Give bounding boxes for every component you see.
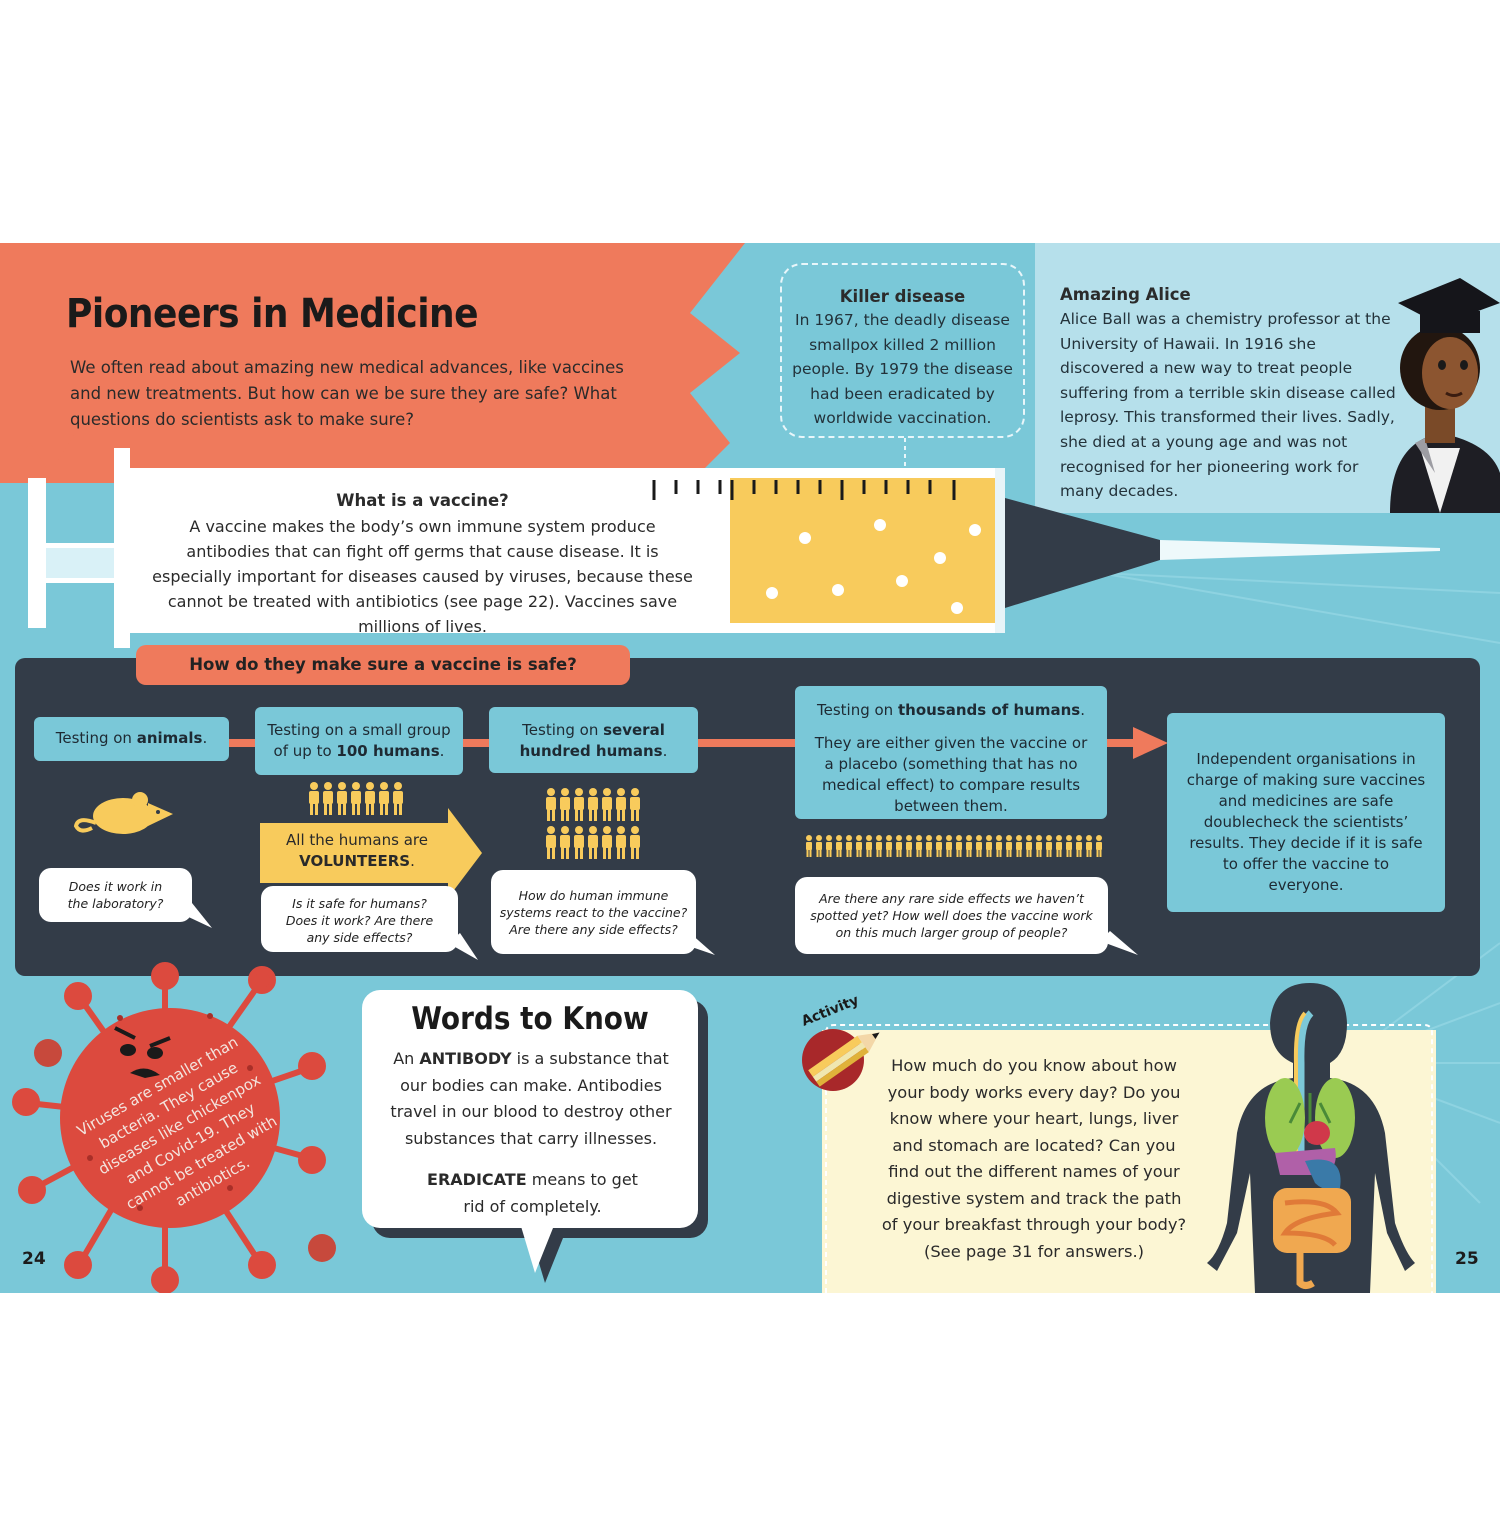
alice-heading: Amazing Alice (1060, 285, 1191, 304)
volunteers-pre: All the humans are (286, 831, 428, 849)
bubble-tails (180, 903, 1138, 960)
safety-heading-banner: How do they make sure a vaccine is safe? (136, 645, 630, 685)
eradicate-word: ERADICATE (427, 1170, 527, 1189)
activity-text: How much do you know about how your body… (881, 1056, 1187, 1261)
pencil-icon (802, 1029, 880, 1091)
stage1-post: . (202, 729, 208, 747)
stage1-bold: animals (136, 729, 203, 747)
stage-100-humans: Testing on a small group of up to 100 hu… (255, 707, 463, 775)
antibody-word: ANTIBODY (419, 1049, 512, 1068)
question-rare: Are there any rare side effects we haven… (810, 891, 1093, 940)
stage-animals: Testing on animals. (34, 717, 229, 761)
question-lab-bubble: Does it work in the laboratory? (39, 868, 192, 922)
volunteers-bold: VOLUNTEERS (299, 852, 411, 870)
question-immune-bubble: How do human immune systems react to the… (491, 870, 696, 954)
syringe-icon (28, 448, 1440, 648)
stage3-pre: Testing on (522, 721, 604, 739)
antibody-pre: An (393, 1049, 420, 1068)
body-organs-icon (1207, 983, 1415, 1293)
stage4-bold: thousands of humans (897, 701, 1081, 719)
killer-disease-heading: Killer disease (839, 287, 966, 306)
page-title: Pioneers in Medicine (66, 291, 479, 337)
stage-thousands: Testing on thousands of humans. They are… (795, 686, 1107, 819)
killer-disease-box: Killer disease In 1967, the deadly disea… (780, 263, 1025, 438)
stage-several-hundred: Testing on several hundred humans. (489, 707, 698, 773)
stage2-bold: 100 humans (336, 742, 440, 760)
vaccine-text: A vaccine makes the body’s own immune sy… (152, 517, 693, 636)
virus-icon (12, 962, 336, 1293)
question-rare-bubble: Are there any rare side effects we haven… (795, 877, 1108, 954)
mouse-icon (73, 792, 173, 834)
question-safe: Is it safe for humans? Does it work? Are… (285, 896, 434, 945)
background-shapes (0, 243, 1500, 1204)
stage4-post: . (1080, 701, 1085, 719)
stage4-detail: They are either given the vaccine or a p… (814, 734, 1088, 815)
safety-heading: How do they make sure a vaccine is safe? (189, 655, 577, 674)
graduate-portrait-icon (1390, 278, 1500, 513)
stage2-pre: Testing on a small group of up to (267, 721, 451, 760)
eradicate-text: means to get rid of completely. (463, 1170, 638, 1216)
stage1-pre: Testing on (55, 729, 137, 747)
connector-dash (904, 438, 906, 468)
question-lab: Does it work in the laboratory? (67, 879, 164, 911)
question-immune: How do human immune systems react to the… (499, 888, 688, 937)
stage3-bold: several hundred humans (519, 721, 665, 760)
question-safe-bubble: Is it safe for humans? Does it work? Are… (261, 886, 458, 952)
words-heading: Words to Know (411, 1001, 649, 1037)
eradicate-definition: ERADICATE means to get rid of completely… (420, 1166, 645, 1220)
page-number-left: 24 (22, 1249, 46, 1269)
volunteers-arrow (260, 808, 482, 898)
final-text: Independent organisations in charge of m… (1186, 750, 1426, 894)
intro-paragraph: We often read about amazing new medical … (70, 358, 624, 429)
stage3-post: . (662, 742, 668, 760)
antibody-definition: An ANTIBODY is a substance that our bodi… (380, 1046, 682, 1152)
alice-text: Alice Ball was a chemistry professor at … (1060, 310, 1396, 501)
vaccine-heading: What is a vaccine? (336, 491, 509, 510)
people-group-small (309, 782, 403, 815)
words-bubble (362, 990, 708, 1283)
killer-disease-text: In 1967, the deadly disease smallpox kil… (792, 311, 1013, 427)
page-number-right: 25 (1455, 1249, 1479, 1269)
volunteers-post: . (410, 852, 415, 870)
antibody-text: is a substance that our bodies can make.… (390, 1049, 672, 1148)
stage4-pre: Testing on (817, 701, 898, 719)
book-spread: Pioneers in Medicine We often read about… (0, 243, 1500, 1293)
stage2-post: . (439, 742, 445, 760)
stage-independent: Independent organisations in charge of m… (1167, 713, 1445, 912)
